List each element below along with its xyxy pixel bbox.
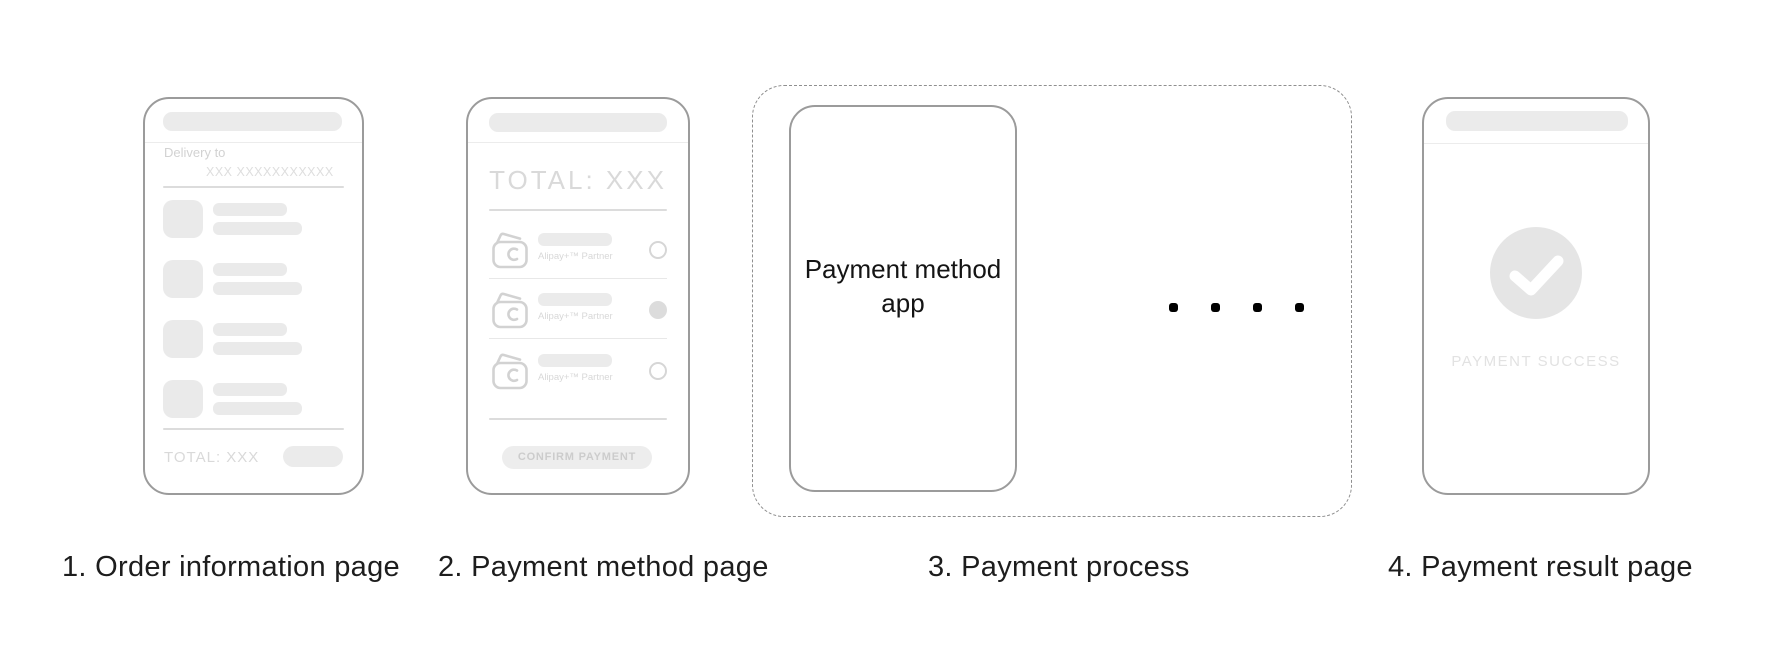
payment-result-phone: PAYMENT SUCCESS <box>1422 97 1650 495</box>
wallet-icon <box>492 232 528 269</box>
wallet-icon <box>492 353 528 390</box>
row-separator <box>489 338 667 339</box>
order-information-phone: Delivery to XXX XXXXXXXXXXX TOTAL: XXX <box>143 97 364 495</box>
process-dot <box>1211 303 1220 312</box>
method-name-placeholder <box>538 354 612 367</box>
wallet-icon <box>492 292 528 329</box>
row-separator <box>489 278 667 279</box>
payment-method-app-phone: Payment method app <box>789 105 1017 492</box>
checkmark-icon <box>1490 227 1582 319</box>
checkout-button-placeholder[interactable] <box>283 446 343 467</box>
item-text-placeholder <box>213 342 302 355</box>
method-name-placeholder <box>538 293 612 306</box>
process-dot <box>1253 303 1262 312</box>
delivery-to-label: Delivery to <box>164 145 226 160</box>
status-bar-placeholder <box>163 112 342 131</box>
item-text-placeholder <box>213 323 287 336</box>
item-text-placeholder <box>213 203 287 216</box>
item-text-placeholder <box>213 282 302 295</box>
item-thumbnail-placeholder <box>163 380 203 418</box>
header-separator <box>468 142 688 143</box>
order-total-label: TOTAL: XXX <box>164 449 260 466</box>
payment-method-app-label: Payment method app <box>804 253 1002 318</box>
payment-success-label: PAYMENT SUCCESS <box>1451 353 1621 370</box>
step-caption-payment-result: 4. Payment result page <box>1388 551 1693 583</box>
step-caption-payment-process: 3. Payment process <box>928 551 1190 583</box>
order-item-row <box>163 200 344 238</box>
process-dot <box>1295 303 1304 312</box>
payment-method-phone: TOTAL: XXX Alipay+™ Partner Alipay+™ Par… <box>466 97 690 495</box>
payment-total-label: TOTAL: XXX <box>489 165 667 195</box>
confirm-payment-button[interactable]: CONFIRM PAYMENT <box>502 446 652 469</box>
section-divider <box>163 428 344 430</box>
method-partner-label: Alipay+™ Partner <box>538 251 613 262</box>
item-thumbnail-placeholder <box>163 320 203 358</box>
payment-method-row[interactable]: Alipay+™ Partner <box>489 228 667 274</box>
item-thumbnail-placeholder <box>163 200 203 238</box>
payment-method-row[interactable]: Alipay+™ Partner <box>489 349 667 395</box>
process-dot <box>1169 303 1178 312</box>
header-separator <box>145 142 362 143</box>
item-text-placeholder <box>213 383 287 396</box>
order-items <box>163 200 344 440</box>
item-text-placeholder <box>213 402 302 415</box>
item-thumbnail-placeholder <box>163 260 203 298</box>
method-radio-button[interactable] <box>649 241 667 259</box>
status-bar-placeholder <box>1446 111 1628 131</box>
section-divider <box>163 186 344 188</box>
section-divider <box>489 209 667 211</box>
payment-process-box: Payment method app <box>752 85 1352 517</box>
header-separator <box>1424 143 1648 144</box>
order-item-row <box>163 260 344 298</box>
section-divider <box>489 418 667 420</box>
item-text-placeholder <box>213 263 287 276</box>
method-partner-label: Alipay+™ Partner <box>538 311 613 322</box>
method-name-placeholder <box>538 233 612 246</box>
step-caption-order-information: 1. Order information page <box>62 551 400 583</box>
item-text-placeholder <box>213 222 302 235</box>
method-radio-button[interactable] <box>649 301 667 319</box>
order-item-row <box>163 320 344 358</box>
method-radio-button[interactable] <box>649 362 667 380</box>
method-partner-label: Alipay+™ Partner <box>538 372 613 383</box>
status-bar-placeholder <box>489 113 667 132</box>
order-item-row <box>163 380 344 418</box>
process-dots <box>1169 303 1304 312</box>
payment-method-row[interactable]: Alipay+™ Partner <box>489 288 667 334</box>
step-caption-payment-method: 2. Payment method page <box>438 551 769 583</box>
delivery-address-value: XXX XXXXXXXXXXX <box>206 165 334 179</box>
